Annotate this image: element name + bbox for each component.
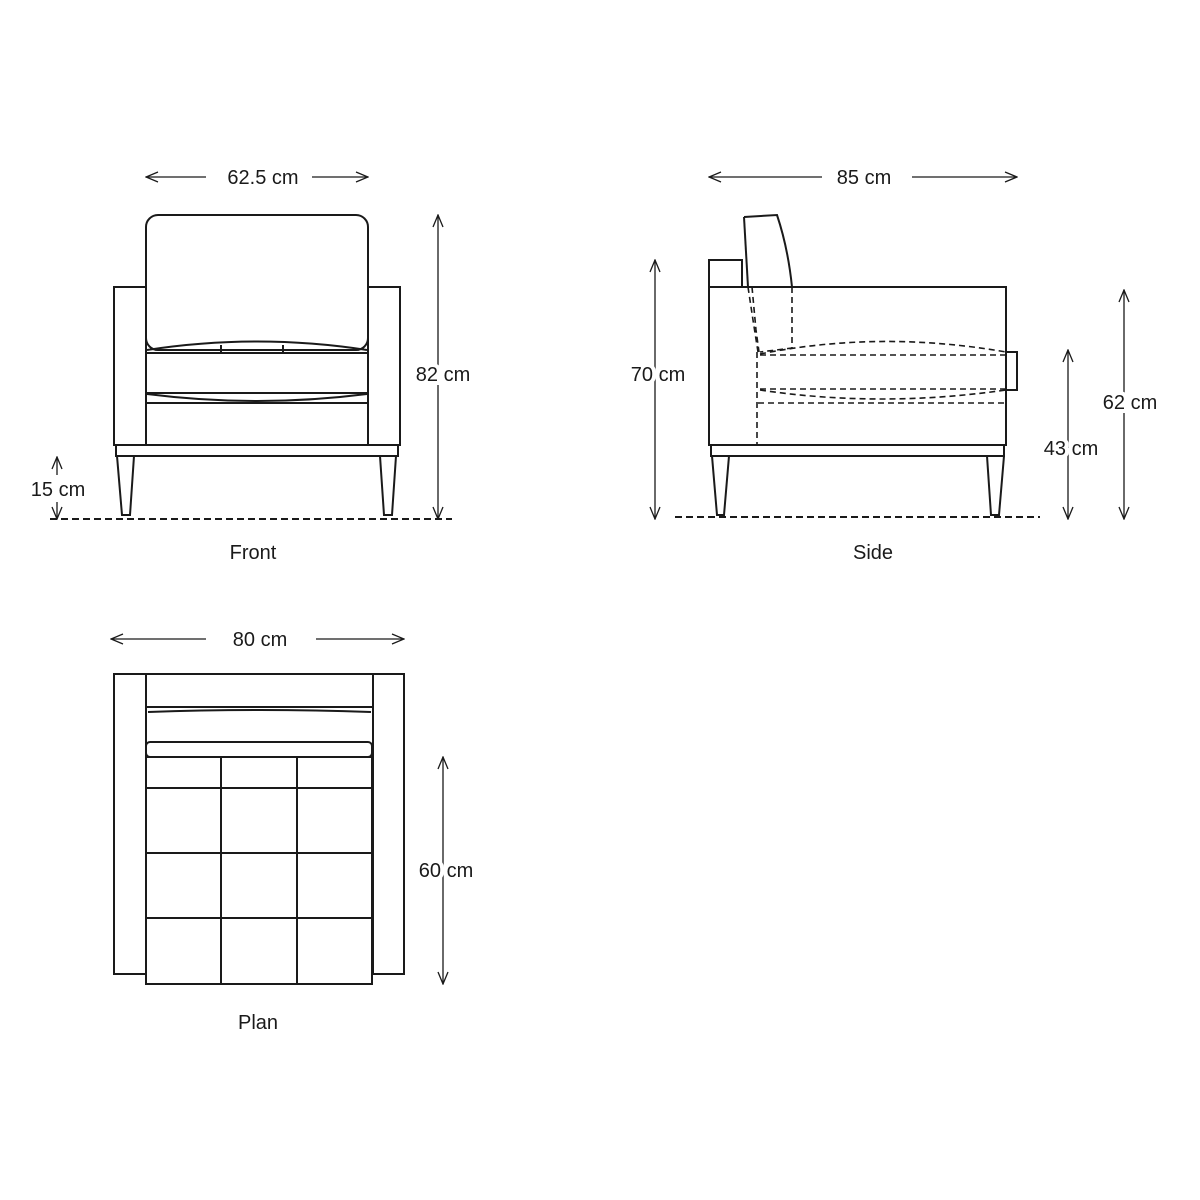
side-depth-label: 85 cm	[837, 167, 891, 189]
seat-height-dimension: 43 cm	[1040, 350, 1102, 519]
side-view: 85 cm 70 cm 43 cm 62 cm Side	[627, 167, 1161, 564]
front-height-dimension: 82 cm	[412, 215, 474, 519]
seat-height-label: 43 cm	[1044, 438, 1098, 460]
plan-depth-dimension: 60 cm	[415, 757, 477, 984]
plan-chair-drawing	[113, 673, 405, 985]
arm-height-label: 70 cm	[631, 364, 685, 386]
leg-height-label: 15 cm	[31, 479, 85, 501]
back-height-dimension: 62 cm	[1099, 290, 1161, 519]
plan-view: 80 cm 60 cm Plan	[111, 629, 477, 1034]
front-height-label: 82 cm	[416, 364, 470, 386]
front-view-label: Front	[230, 542, 277, 564]
front-view: 62.5 cm 82 cm 15 cm Front	[31, 167, 474, 564]
plan-width-dimension: 80 cm	[111, 629, 404, 651]
side-depth-dimension: 85 cm	[709, 167, 1017, 189]
plan-width-label: 80 cm	[233, 629, 287, 651]
leg-height-dimension: 15 cm	[31, 457, 85, 519]
side-chair-drawing	[708, 213, 1018, 516]
front-width-dimension: 62.5 cm	[146, 167, 368, 189]
side-view-label: Side	[853, 542, 893, 564]
plan-depth-label: 60 cm	[419, 860, 473, 882]
front-width-label: 62.5 cm	[227, 167, 298, 189]
arm-height-dimension: 70 cm	[627, 260, 689, 519]
back-height-label: 62 cm	[1103, 392, 1157, 414]
plan-view-label: Plan	[238, 1012, 278, 1034]
front-chair-drawing	[113, 214, 401, 516]
